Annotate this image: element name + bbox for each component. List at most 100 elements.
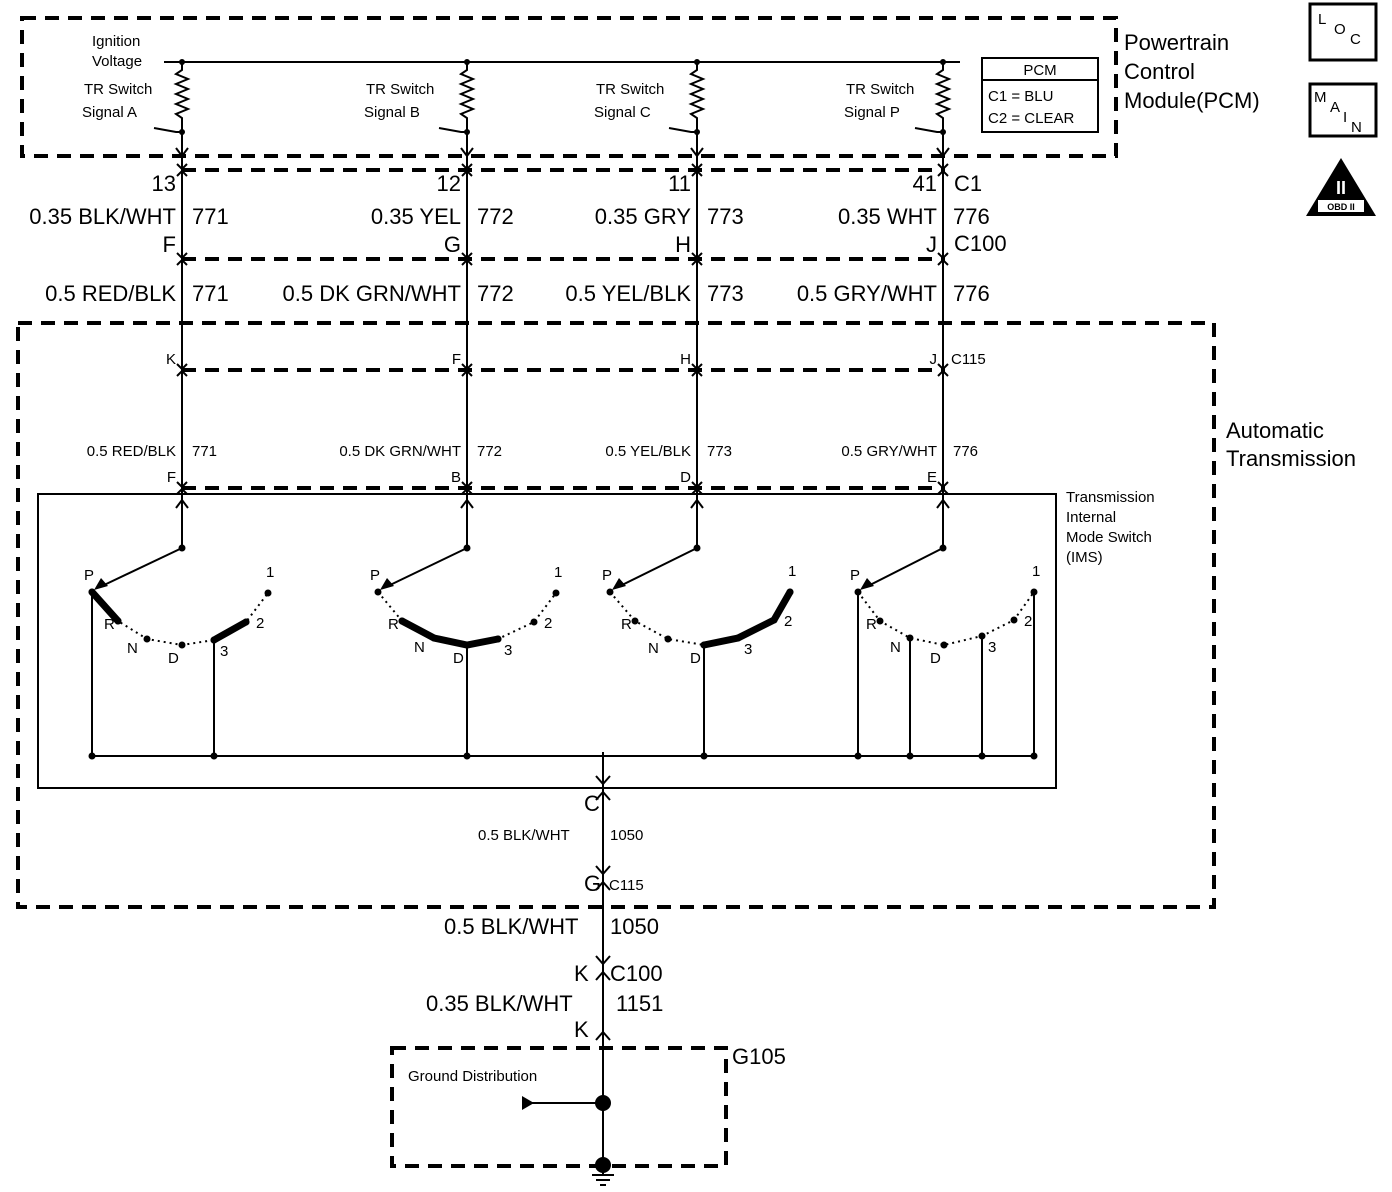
svg-text:L: L	[1318, 11, 1326, 28]
position-label: D	[930, 650, 941, 667]
wiper-tip	[860, 578, 874, 590]
stem-arrow	[690, 498, 704, 509]
position-label: N	[890, 639, 901, 656]
stem-arrow	[175, 498, 189, 509]
position-label: D	[453, 650, 464, 667]
connector-terminal	[461, 163, 473, 171]
ims-pin: B	[451, 469, 461, 486]
signal-label: TR Switch	[846, 81, 914, 98]
position-label: P	[850, 567, 860, 584]
c115-label-ground: C115	[609, 877, 644, 894]
circuit-number: 773	[707, 204, 744, 229]
legend-c1: C1 = BLU	[988, 88, 1053, 105]
position-node	[734, 634, 742, 642]
ground-pin-c: C	[584, 791, 600, 816]
pull-up-resistor	[458, 62, 476, 156]
wiper-tip	[94, 578, 108, 590]
signal-tap	[438, 127, 467, 133]
position-label: R	[866, 616, 877, 633]
circuit-number: 771	[192, 204, 229, 229]
ground-box-label: Ground Distribution	[408, 1068, 537, 1085]
position-node	[143, 635, 151, 643]
signal-tap	[153, 127, 182, 133]
pcm-box	[20, 16, 1118, 158]
signal-tap	[668, 127, 697, 133]
pull-up-resistor	[934, 62, 952, 156]
transmission-title: Automatic	[1226, 418, 1324, 443]
svg-text:M: M	[1314, 89, 1327, 106]
pcm-title-line: Module(PCM)	[1124, 88, 1260, 113]
transmission-title: Transmission	[1226, 446, 1356, 471]
connector-terminal	[937, 369, 949, 377]
svg-text:II: II	[1336, 178, 1346, 198]
wiper-tip	[380, 578, 394, 590]
c100-pin: J	[926, 232, 937, 257]
position-label: N	[414, 639, 425, 656]
position-node	[770, 616, 778, 624]
svg-text:A: A	[1330, 99, 1340, 116]
connector-terminal	[691, 163, 703, 171]
loc-icon: LOC	[1308, 2, 1378, 62]
position-label: 3	[220, 643, 228, 660]
wire-color-c100: 0.5 DK GRN/WHT	[283, 281, 461, 306]
ground-wire-c: 0.35 BLK/WHT	[426, 991, 573, 1016]
svg-text:Mode Switch: Mode Switch	[1066, 529, 1152, 546]
position-node	[242, 618, 250, 626]
connector-terminal	[691, 258, 703, 266]
connector-terminal	[937, 163, 949, 171]
svg-text:N: N	[1351, 119, 1362, 136]
wire-color-pcm: 0.35 GRY	[595, 204, 692, 229]
connector-terminal	[937, 487, 949, 495]
position-node	[430, 634, 438, 642]
position-label: 2	[1024, 613, 1032, 630]
bus-splice	[179, 59, 185, 65]
position-node	[876, 617, 884, 625]
connector-terminal	[176, 363, 188, 371]
circuit-number: 772	[477, 281, 514, 306]
wire-color-pcm: 0.35 BLK/WHT	[29, 204, 176, 229]
connector-terminal	[176, 163, 188, 171]
circuit-number: 773	[707, 281, 744, 306]
ground-splice	[522, 1095, 611, 1173]
c115-label: C115	[951, 351, 986, 368]
position-label: 1	[554, 564, 562, 581]
contact-segment	[210, 618, 250, 644]
connector-terminal	[176, 487, 188, 495]
connector-terminal	[176, 169, 188, 177]
connector-terminal	[461, 487, 473, 495]
connector-terminal	[691, 487, 703, 495]
position-label: N	[127, 640, 138, 657]
position-node	[786, 588, 794, 596]
position-label: 1	[1032, 563, 1040, 580]
bus-splice	[464, 59, 470, 65]
c100-pin: H	[675, 232, 691, 257]
svg-text:Transmission: Transmission	[1066, 489, 1155, 506]
pull-up-resistor	[173, 62, 191, 156]
ground-num-b: 1050	[610, 914, 659, 939]
connector-terminal	[461, 481, 473, 489]
connector-terminal	[176, 369, 188, 377]
contact-segment	[398, 617, 502, 649]
ground-pin-g: G	[584, 871, 601, 896]
stem-arrow	[460, 498, 474, 509]
wire-color-ims: 0.5 DK GRN/WHT	[339, 443, 461, 460]
position-label: 2	[784, 613, 792, 630]
chassis-ground-icon	[592, 1165, 614, 1186]
legend-c2: C2 = CLEAR	[988, 110, 1074, 127]
position-label: 2	[256, 615, 264, 632]
connector-terminal	[691, 363, 703, 371]
svg-text:I: I	[1343, 109, 1347, 126]
position-node	[631, 617, 639, 625]
pcm-title-line: Control	[1124, 59, 1195, 84]
wire-color-pcm: 0.35 WHT	[838, 204, 937, 229]
position-node	[1010, 616, 1018, 624]
